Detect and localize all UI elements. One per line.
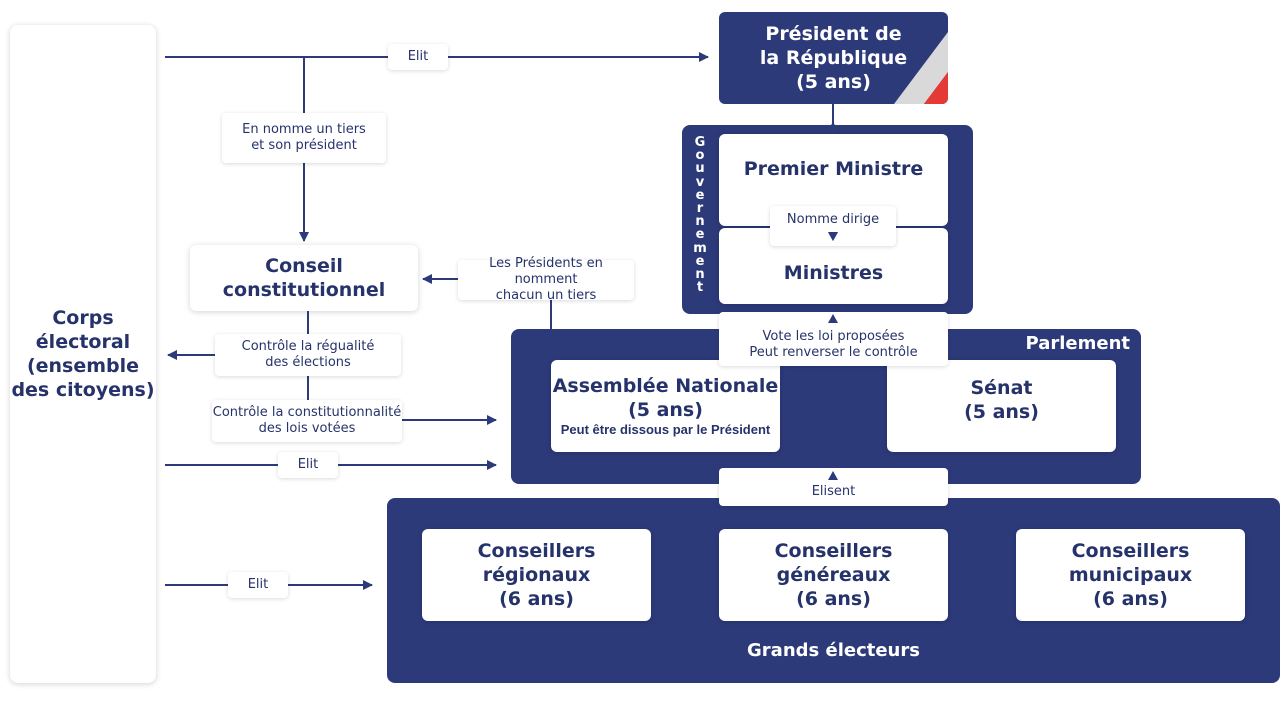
generaux-line-3: (6 ans): [796, 588, 871, 610]
gouvernement-letter: m: [693, 240, 707, 256]
label-regularite-line-1: Contrôle la régualité: [241, 339, 375, 354]
label-en-nomme: En nomme un tiers et son président: [222, 113, 386, 163]
label-elisent-text: Elisent: [811, 484, 856, 499]
gouvernement-letter: r: [696, 201, 704, 217]
ministres-label: Ministres: [783, 262, 884, 284]
label-elisent: Elisent: [719, 468, 948, 506]
gouvernement-letter: n: [695, 267, 705, 283]
conseillers-municipaux-box: Conseillers municipaux (6 ans): [1016, 529, 1245, 621]
conseillers-generaux-box: Conseillers généreaux (6 ans): [719, 529, 948, 621]
conseil-line-2: constitutionnel: [222, 279, 386, 301]
label-constit-line-1: Contrôle la constitutionnalité: [212, 405, 402, 420]
premier-ministre-label: Premier Ministre: [743, 158, 924, 180]
corps-electoral-line-1: Corps: [52, 307, 114, 329]
triangle-nomme-down: [828, 232, 838, 241]
label-controle-regularite: Contrôle la régualité des élections: [215, 334, 401, 376]
gouvernement-letter: G: [694, 135, 706, 150]
gouvernement-letter: t: [696, 280, 704, 296]
president-line-2: la République: [759, 47, 908, 69]
president-line-1: Président de: [765, 23, 902, 45]
label-en-nomme-line-1: En nomme un tiers: [242, 122, 366, 137]
president-line-3: (5 ans): [796, 71, 871, 93]
triangle-president-up: [828, 122, 838, 130]
regionaux-line-1: Conseillers: [477, 540, 596, 562]
parlement-title: Parlement: [1025, 333, 1131, 354]
senat-line-1: Sénat: [970, 377, 1033, 399]
conseil-line-1: Conseil: [265, 255, 343, 277]
label-vote-line-1: Vote les loi proposées: [762, 329, 905, 344]
label-elit-mid-text: Elit: [297, 457, 319, 472]
regionaux-line-2: régionaux: [482, 564, 591, 586]
assemblee-line-2: (5 ans): [628, 399, 703, 421]
gouvernement-letter: o: [695, 148, 705, 164]
label-en-nomme-line-2: et son président: [251, 138, 357, 153]
municipaux-line-2: municipaux: [1068, 564, 1193, 586]
gouvernement-letter: e: [695, 253, 705, 269]
label-elit-bottom-text: Elit: [247, 577, 269, 592]
label-presidents-line-2: chacun un tiers: [495, 288, 597, 303]
gouvernement-letter: v: [695, 174, 705, 190]
grands-electeurs-title: Grands électeurs: [747, 640, 920, 661]
label-vote-lois: Vote les loi proposées Peut renverser le…: [719, 312, 948, 366]
generaux-line-2: généreaux: [776, 564, 891, 586]
label-presidents-nomment: Les Présidents en nomment chacun un tier…: [458, 256, 634, 303]
conseillers-regionaux-box: Conseillers régionaux (6 ans): [422, 529, 651, 621]
gouvernement-letter: e: [695, 187, 705, 203]
senat-line-2: (5 ans): [964, 401, 1039, 423]
label-elit-bottom: Elit: [228, 572, 288, 598]
flag-stripes: [894, 32, 948, 104]
president-box: Président de la République (5 ans): [719, 12, 948, 104]
label-presidents-line-1: Les Présidents en nomment: [489, 256, 603, 287]
gouvernement-letter: e: [695, 227, 705, 243]
label-elit-mid: Elit: [278, 452, 338, 478]
regionaux-line-3: (6 ans): [499, 588, 574, 610]
municipaux-line-3: (6 ans): [1093, 588, 1168, 610]
nomme-dirige-text: Nomme dirige: [786, 212, 880, 227]
assemblee-nationale-box: Assemblée Nationale (5 ans) Peut être di…: [551, 360, 780, 452]
label-elit-top: Elit: [388, 44, 448, 70]
senat-box: Sénat (5 ans): [887, 360, 1116, 452]
corps-electoral-line-3: (ensemble: [26, 355, 140, 377]
gouvernement-letter: u: [695, 161, 705, 177]
label-controle-constit: Contrôle la constitutionnalité des lois …: [212, 400, 402, 442]
label-regularite-line-2: des élections: [265, 355, 351, 370]
assemblee-line-1: Assemblée Nationale: [552, 375, 779, 397]
conseil-constitutionnel-box: Conseil constitutionnel: [190, 245, 418, 311]
corps-electoral-box: Corps électoral (ensemble des citoyens): [10, 25, 156, 683]
corps-electoral-line-2: électoral: [35, 331, 131, 353]
corps-electoral-line-4: des citoyens): [11, 379, 155, 401]
assemblee-note: Peut être dissous par le Président: [560, 422, 771, 437]
gouvernement-letter: n: [695, 214, 705, 230]
municipaux-line-1: Conseillers: [1071, 540, 1190, 562]
label-vote-line-2: Peut renverser le contrôle: [749, 345, 918, 360]
generaux-line-1: Conseillers: [774, 540, 893, 562]
label-constit-line-2: des lois votées: [258, 421, 356, 436]
label-elit-top-text: Elit: [407, 49, 429, 64]
